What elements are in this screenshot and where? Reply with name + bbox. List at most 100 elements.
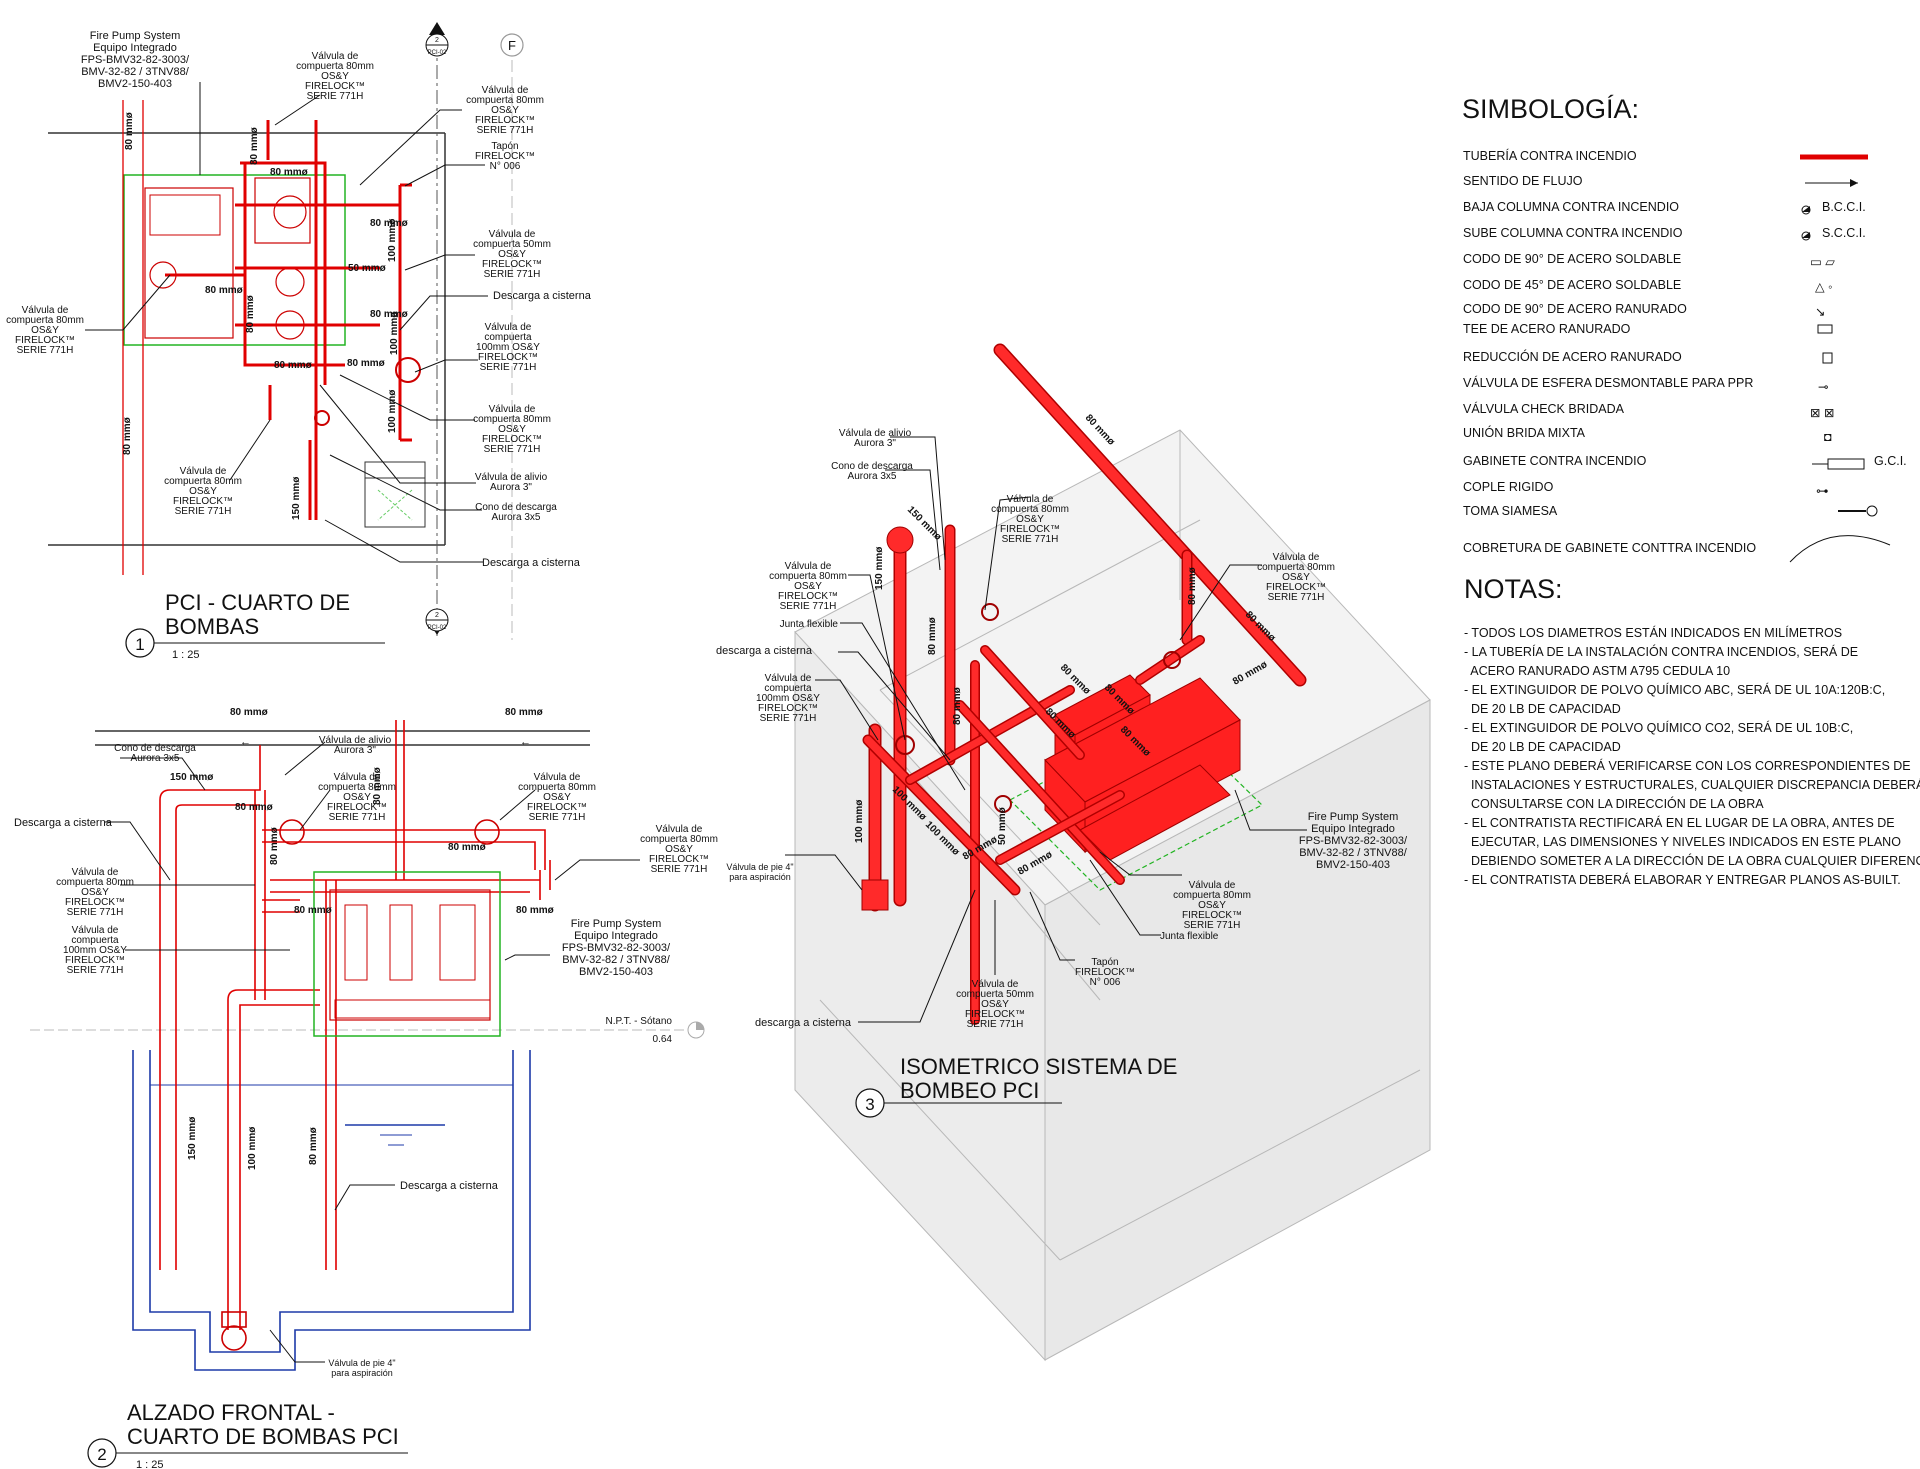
plan-view-number: 1 — [135, 635, 144, 654]
elev-cono-label-line: Aurora 3x5 — [131, 753, 180, 764]
iso-valve-bottom-label-line: FIRELOCK™ — [1182, 910, 1242, 921]
elev-valve-c-label-line: FIRELOCK™ — [649, 854, 709, 865]
plan-valve-bottom-label-line: compuerta 80mm — [164, 476, 242, 487]
iso-valve-right-label-line: OS&Y — [1282, 572, 1310, 583]
elev-valve-a-label-line: SERIE 771H — [329, 812, 386, 823]
elevation-title-line2: CUARTO DE BOMBAS PCI — [127, 1424, 399, 1449]
iso-pie-label-line: para aspiración — [729, 872, 791, 882]
elev-dim-label: 80 mmø — [308, 1126, 319, 1165]
plan-valve-bottom-label-line: SERIE 771H — [175, 506, 232, 517]
iso-valve-left1-label-line: OS&Y — [794, 581, 822, 592]
iso-valve-bottom-label-line: OS&Y — [1198, 900, 1226, 911]
plan-valve-right2-label-line: Válvula de — [489, 229, 536, 240]
plan-valve-right4-label-line: OS&Y — [498, 424, 526, 435]
iso-pie-label-line: Válvula de pie 4" — [726, 862, 793, 872]
plan-valve-right2-label-line: compuerta 50mm — [473, 239, 551, 250]
legend-item-label: SENTIDO DE FLUJO — [1463, 174, 1583, 188]
plan-valve-right4-label-line: compuerta 80mm — [473, 414, 551, 425]
elev-valve-c-label-line: SERIE 771H — [651, 864, 708, 875]
iso-valve-50-label-line: SERIE 771H — [967, 1019, 1024, 1030]
plan-valve-left-label-line: OS&Y — [31, 325, 59, 336]
iso-descarga-2-label: descarga a cisterna — [755, 1017, 852, 1029]
elev-valve-b-label-line: FIRELOCK™ — [527, 802, 587, 813]
iso-valve-left2-label-line: FIRELOCK™ — [758, 703, 818, 714]
iso-dim-label: 150 mmø — [874, 546, 885, 590]
elev-descarga-1-label: Descarga a cisterna — [14, 817, 113, 829]
elev-valve-a-label-line: Válvula de — [334, 772, 381, 783]
iso-dim-label: 80 mmø — [952, 686, 963, 725]
plan-cono-label-line: Aurora 3x5 — [492, 512, 541, 523]
iso-tapon-label-line: FIRELOCK™ — [1075, 967, 1135, 978]
plan-dim-label: 100 mmø — [389, 311, 400, 355]
iso-valve-top-label-line: SERIE 771H — [1002, 534, 1059, 545]
plan-valve-top-label-line: compuerta 80mm — [296, 61, 374, 72]
iso-valve-50-label-line: OS&Y — [981, 999, 1009, 1010]
plan-alivio-label-line: Válvula de alivio — [475, 472, 548, 483]
plan-dim-label: 80 mmø — [124, 111, 135, 150]
iso-tapon-label-line: Tapón — [1091, 957, 1118, 968]
iso-fire-pump-label-line: BMV2-150-403 — [1316, 859, 1390, 871]
plan-dim-label: 80 mmø — [274, 360, 313, 371]
legend-title: SIMBOLOGÍA: — [1462, 94, 1639, 124]
elev-dim-label: 80 mmø — [372, 766, 383, 805]
plan-valve-right1-label-line: Válvula de — [482, 85, 529, 96]
plan-tapon-label-line: N° 006 — [490, 161, 521, 172]
check-valve-icon: ⊠ ⊠ — [1810, 406, 1834, 420]
section-mark-bottom: 2 PCI-02 — [425, 608, 449, 635]
elev-dim-label: 80 mmø — [505, 707, 544, 718]
elev-fire-pump-label-line: BMV2-150-403 — [579, 966, 653, 978]
elbow-45-welded-icon: △ ◦ — [1815, 280, 1833, 294]
iso-junta-2-label: Junta flexible — [1160, 931, 1219, 942]
plan-dim-label: 80 mmø — [370, 218, 409, 229]
plan-fire-pump-label-line: Fire Pump System — [90, 30, 180, 42]
iso-valve-left2-label-line: 100mm OS&Y — [756, 693, 820, 704]
plan-valve-right1-label-line: SERIE 771H — [477, 125, 534, 136]
section-mark-top-ref: PCI-02 — [428, 50, 447, 56]
legend-item-label: CODO DE 90° DE ACERO SOLDABLE — [1463, 252, 1681, 266]
note-line: - LA TUBERÍA DE LA INSTALACIÓN CONTRA IN… — [1464, 644, 1858, 659]
isometric-title-line1: ISOMETRICO SISTEMA DE — [900, 1054, 1177, 1079]
grid-bubble — [500, 33, 524, 57]
plan-valve-right2-label-line: OS&Y — [498, 249, 526, 260]
note-line: - EL CONTRATISTA RECTIFICARÁ EN EL LUGAR… — [1464, 815, 1895, 830]
plan-valve-top-label-line: Válvula de — [312, 51, 359, 62]
legend-item-label: VÁLVULA CHECK BRIDADA — [1463, 401, 1625, 416]
iso-dim-label: 80 mmø — [927, 616, 938, 655]
iso-valve-left2-label-line: compuerta — [764, 683, 812, 694]
elev-fire-pump-label-line: FPS-BMV32-82-3003/ — [562, 942, 671, 954]
elev-valve-left-label-line: SERIE 771H — [67, 907, 124, 918]
plan-dim-label: 80 mmø — [347, 358, 386, 369]
elev-valve-left2-label-line: 100mm OS&Y — [63, 945, 127, 956]
note-line: - EL EXTINGUIDOR DE POLVO QUÍMICO ABC, S… — [1464, 682, 1885, 697]
plan-dim-label: 80 mmø — [205, 285, 244, 296]
plan-dim-label: 80 mmø — [245, 294, 256, 333]
elev-valve-c-label-line: compuerta 80mm — [640, 834, 718, 845]
flow-arrow-icon: ← — [240, 736, 251, 748]
plan-valve-right3-label-line: SERIE 771H — [480, 362, 537, 373]
plan-valve-left-label-line: compuerta 80mm — [6, 315, 84, 326]
gci-cabinet-icon — [1827, 458, 1865, 470]
plan-alivio-label-line: Aurora 3" — [490, 482, 532, 493]
legend-item-label: TUBERÍA CONTRA INCENDIO — [1463, 148, 1637, 163]
elev-valve-b-label-line: OS&Y — [543, 792, 571, 803]
iso-valve-left1-label-line: compuerta 80mm — [769, 571, 847, 582]
plan-valve-right1-label-line: FIRELOCK™ — [475, 115, 535, 126]
plan-dim-label: 80 mmø — [122, 416, 133, 455]
plan-dim-label: 150 mmø — [291, 476, 302, 520]
iso-fire-pump-label-line: FPS-BMV32-82-3003/ — [1299, 835, 1408, 847]
plan-tapon-label-line: Tapón — [491, 141, 518, 152]
elev-dim-label: 80 mmø — [230, 707, 269, 718]
note-line: - ESTE PLANO DEBERÁ VERIFICARSE CON LOS … — [1464, 758, 1911, 773]
iso-valve-50-label-line: compuerta 50mm — [956, 989, 1034, 1000]
level-value: 0.64 — [653, 1034, 673, 1045]
plan-valve-bottom-label-line: OS&Y — [189, 486, 217, 497]
